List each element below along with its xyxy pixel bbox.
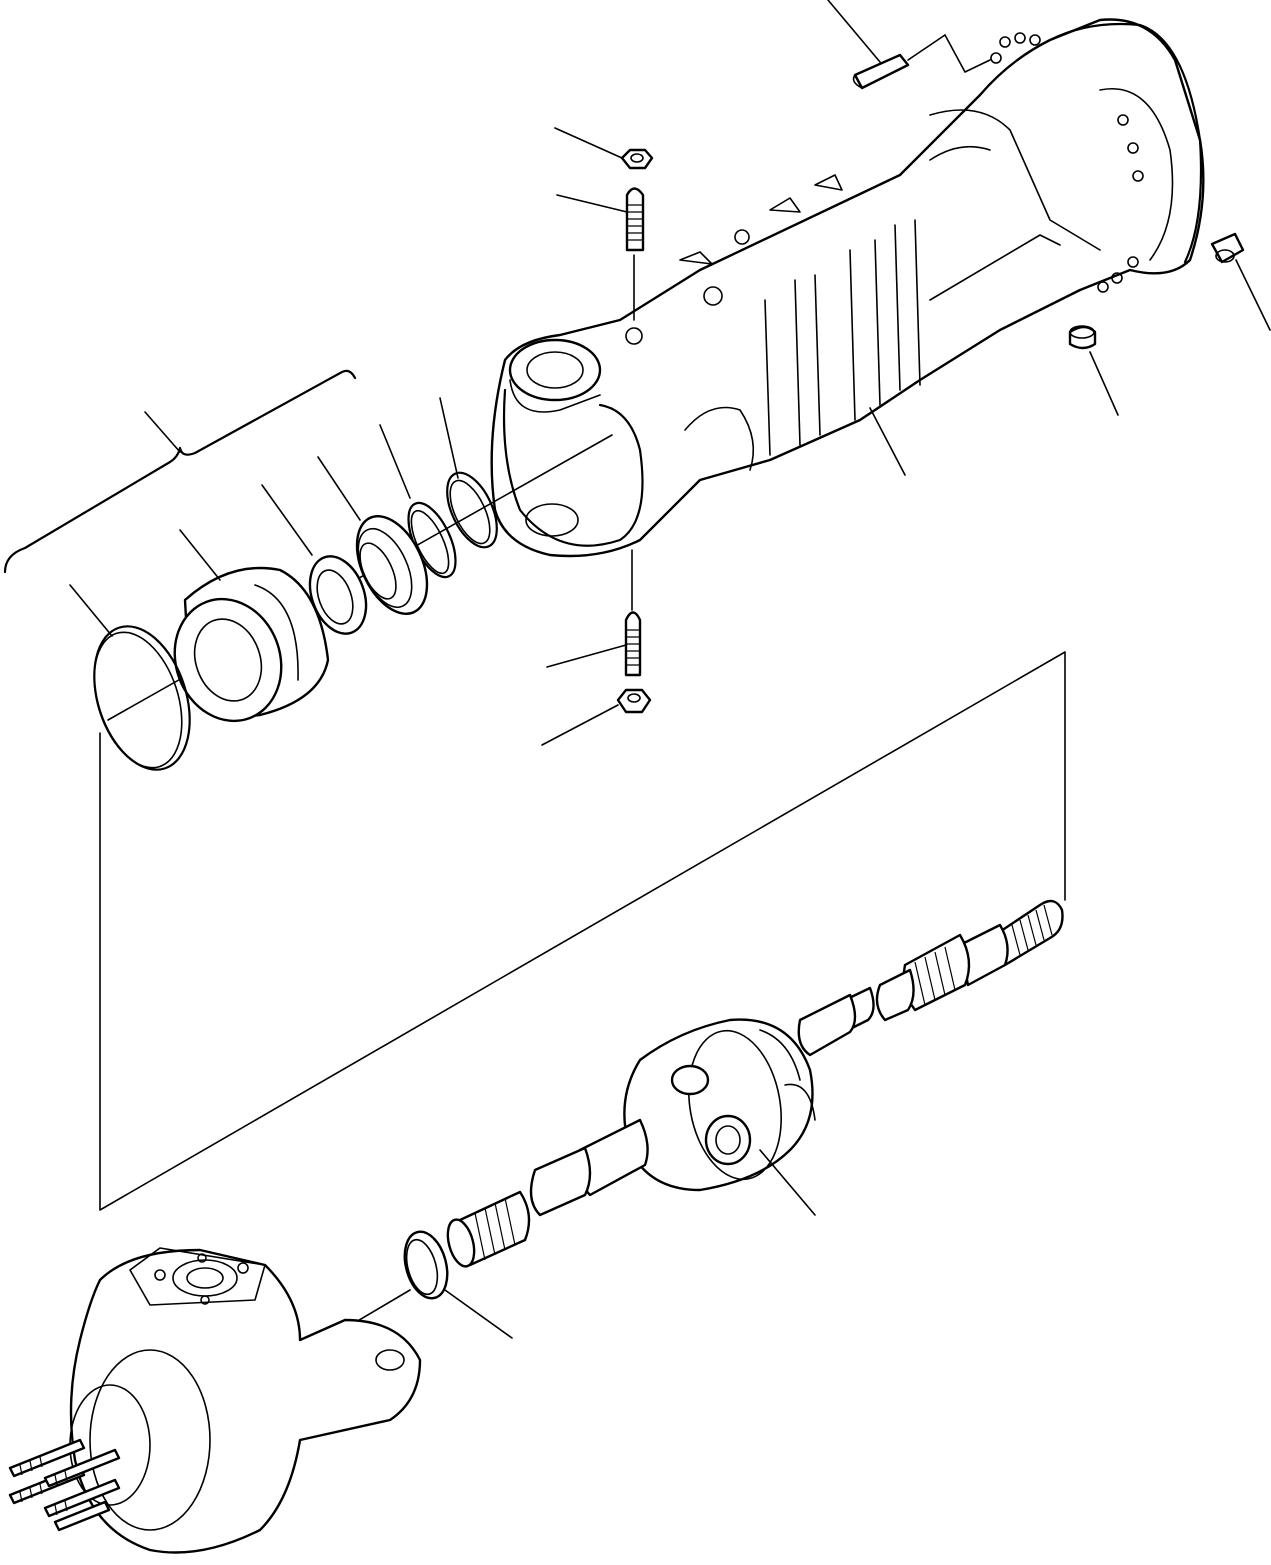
king-pin-stud-upper [556,187,645,321]
flange-holes [990,32,1144,293]
king-pin-nut-lower [541,688,652,746]
axle-housing [490,18,1205,558]
group-leader [144,411,181,453]
bearing-cage [173,529,330,723]
king-pin-stud-lower [546,549,642,677]
breather-plug [1210,232,1271,331]
group-brace [3,369,357,574]
drain-plug [1068,325,1119,416]
snap-ring-outer [439,397,498,549]
steering-knuckle [8,1247,422,1554]
king-pin-nut-upper [554,127,654,170]
thrust-ring [403,1230,513,1339]
hub-studs [8,1438,121,1532]
ball-bearing [317,456,429,616]
joint-shaft [446,899,1064,1268]
o-ring [69,584,191,771]
housing-ribs [764,219,921,456]
housing-leader [869,407,906,476]
oil-seal [261,484,368,635]
index-lines [99,651,1066,1211]
housing-flange-bolt [827,0,991,90]
